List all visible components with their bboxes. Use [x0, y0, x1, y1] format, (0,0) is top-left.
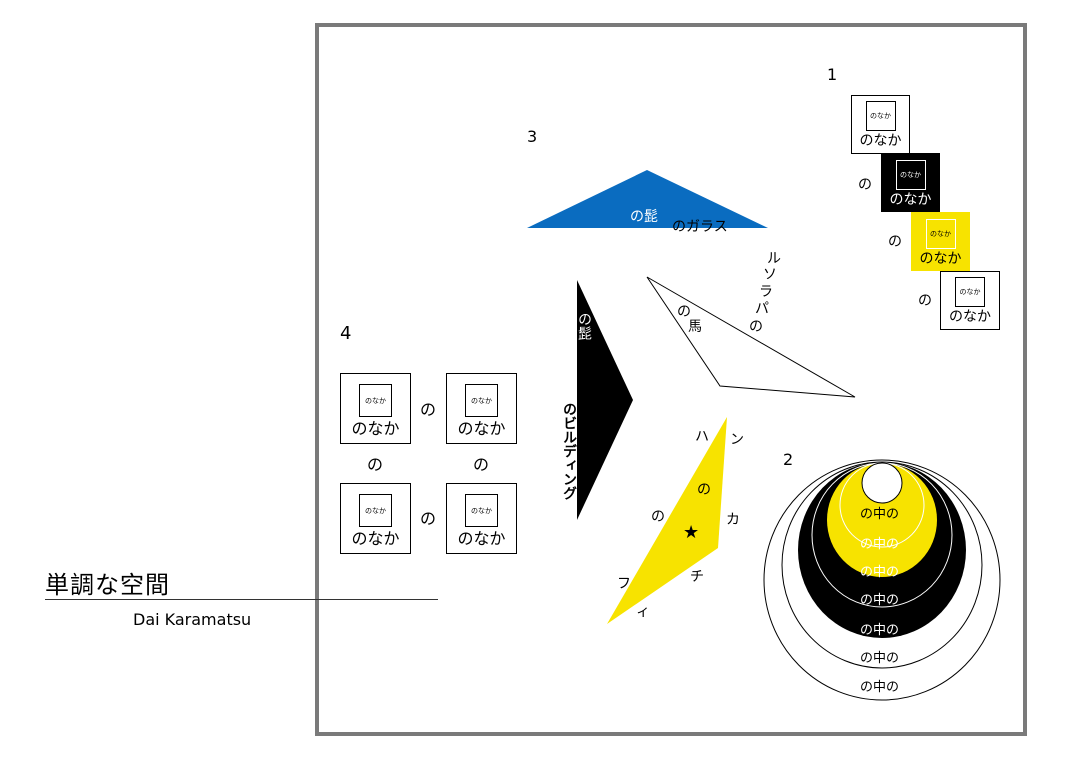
section4-inner-box-2: のなか	[465, 384, 498, 417]
outline-side-char-3: ラ	[759, 284, 773, 300]
outline-inner-char-2: 馬	[688, 319, 702, 335]
outer-label: のなか	[889, 192, 932, 208]
section4-box-4: のなか のなか	[446, 483, 517, 554]
outer-label: のなか	[457, 529, 506, 548]
chevron-text-bottom: のビルディング	[561, 402, 577, 500]
inner-label: のなか	[471, 506, 492, 515]
outer-label: のなか	[949, 309, 991, 325]
outline-side-char-4: パ	[755, 301, 769, 317]
section4-inner-box-3: のなか	[359, 494, 392, 527]
outer-label: のなか	[351, 419, 400, 438]
ring-label-1: の中の	[860, 507, 900, 522]
ring-label-4: の中の	[860, 593, 900, 608]
title-divider	[45, 599, 438, 600]
section4-connector-2: の	[367, 455, 384, 474]
section1-inner-box-3: のなか	[925, 219, 956, 249]
yellow-char-ka: カ	[726, 512, 740, 528]
outer-label: のなか	[919, 251, 962, 267]
section1-box-2: のなか のなか	[881, 153, 940, 212]
inner-label: のなか	[365, 506, 386, 515]
section1-box-3: のなか のなか	[911, 212, 970, 271]
outline-inner-char-1: の	[677, 304, 691, 320]
outer-label: のなか	[457, 419, 506, 438]
section4-box-2: のなか のなか	[446, 373, 517, 444]
outer-label: のなか	[859, 133, 902, 149]
canvas-frame	[315, 23, 1027, 736]
section1-connector-2: の	[888, 234, 902, 250]
outline-side-char-2: ソ	[763, 267, 777, 283]
section4-connector-1: の	[420, 400, 437, 419]
artwork-title: 単調な空間	[45, 571, 170, 599]
blue-triangle-label-2: のガラス	[672, 219, 728, 235]
ring-label-3: の中の	[860, 565, 900, 580]
section1-inner-box-2: のなか	[895, 160, 926, 190]
section4-box-1: のなか のなか	[340, 373, 411, 444]
yellow-char-no-1: の	[697, 482, 711, 498]
section1-inner-box-1: のなか	[865, 101, 896, 131]
artwork-author: Dai Karamatsu	[133, 610, 252, 629]
inner-label: のなか	[930, 230, 951, 238]
ring-label-2: の中の	[860, 537, 900, 552]
blue-triangle	[527, 170, 768, 228]
yellow-triangle	[607, 417, 727, 624]
section2-rings	[763, 459, 1001, 701]
inner-label: のなか	[900, 171, 921, 179]
section1-box-4: のなか のなか	[940, 271, 1000, 330]
outline-side-char-5: の	[749, 319, 763, 335]
yellow-char-n: ン	[730, 432, 744, 448]
section-number-2: 2	[783, 450, 794, 469]
star-icon: ★	[683, 522, 700, 543]
section4-inner-box-1: のなか	[359, 384, 392, 417]
blue-triangle-label-1: の髭	[630, 209, 658, 225]
inner-label: のなか	[365, 396, 386, 405]
inner-label: のなか	[870, 112, 891, 120]
section1-box-1: のなか のなか	[851, 95, 910, 154]
section4-inner-box-4: のなか	[465, 494, 498, 527]
yellow-char-no-2: の	[651, 509, 665, 525]
outline-triangle	[646, 276, 856, 398]
section1-connector-1: の	[858, 177, 872, 193]
yellow-char-i: ィ	[636, 604, 650, 620]
inner-label: のなか	[471, 396, 492, 405]
section-number-3: 3	[527, 127, 538, 146]
section-number-1: 1	[827, 65, 838, 84]
outline-side-char-1: ル	[767, 251, 781, 267]
yellow-char-fu: フ	[617, 576, 631, 592]
outer-label: のなか	[351, 529, 400, 548]
section4-box-3: のなか のなか	[340, 483, 411, 554]
black-chevron	[577, 280, 633, 520]
section-number-4: 4	[340, 323, 352, 344]
ring-label-7: の中の	[860, 680, 900, 695]
ring-label-5: の中の	[860, 623, 900, 638]
section1-connector-3: の	[918, 293, 932, 309]
inner-label: のなか	[959, 288, 981, 296]
section4-connector-4: の	[420, 509, 437, 528]
section1-inner-box-4: のなか	[955, 277, 985, 307]
section4-connector-3: の	[473, 455, 490, 474]
yellow-char-ha: ハ	[695, 429, 709, 445]
yellow-char-chi: チ	[690, 569, 704, 585]
ring-label-6: の中の	[860, 651, 900, 666]
chevron-text-top: の髭	[576, 312, 592, 340]
section3-shapes	[527, 170, 856, 624]
